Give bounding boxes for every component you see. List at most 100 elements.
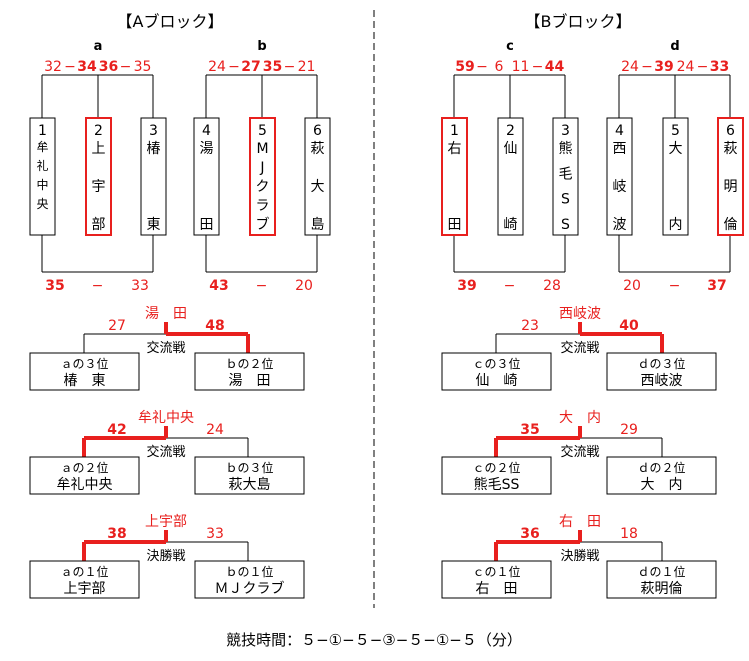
final-score: 23 — [521, 318, 539, 334]
team-box — [193, 117, 220, 236]
final-winner-name: 牟礼中央 — [138, 410, 194, 426]
top-score-dash: − — [64, 59, 76, 75]
bottom-score: 39 — [457, 278, 476, 294]
final-score: 35 — [520, 422, 539, 438]
team-name-char: 部 — [92, 217, 106, 233]
match-label-bg — [142, 339, 190, 355]
top-score-dash: − — [641, 59, 653, 75]
final-team-name: 熊毛SS — [474, 477, 520, 493]
team-name-char: ク — [256, 179, 270, 195]
top-score: 35 — [263, 59, 282, 75]
final-score: 24 — [206, 422, 224, 438]
team-name-char: J — [259, 160, 264, 176]
team-number: 2 — [94, 123, 103, 139]
top-score: 36 — [99, 59, 118, 75]
team-name-char: 上 — [92, 141, 106, 157]
top-score-dash: − — [120, 59, 132, 75]
top-score: 32 — [44, 59, 62, 75]
final-team-box — [441, 560, 552, 599]
team-box — [304, 117, 331, 236]
team-name-char: 内 — [669, 217, 683, 233]
match-label-bg — [142, 443, 190, 459]
team-name-char: 熊 — [559, 141, 573, 157]
team-box — [29, 117, 56, 236]
final-team-rank: ｂの１位 — [225, 564, 273, 579]
league-label-d: d — [670, 39, 679, 54]
team-name-char: M — [256, 141, 268, 157]
team-name-char: 椿 — [147, 141, 161, 157]
team-name-char: 東 — [147, 217, 161, 233]
team-number: 4 — [202, 123, 211, 139]
final-team-name: ＭＪクラブ — [215, 580, 285, 597]
match-label-bg — [556, 443, 604, 459]
final-team-name: 萩明倫 — [641, 581, 683, 597]
team-name-char: ラ — [256, 198, 270, 214]
top-score: 24 — [621, 59, 639, 75]
team-name-char: 牟 — [36, 139, 48, 154]
team-number: 3 — [149, 123, 158, 139]
final-team-rank: ａの２位 — [60, 460, 108, 475]
team-box — [606, 117, 633, 236]
final-team-name: 仙 崎 — [476, 373, 518, 389]
top-score: 27 — [241, 59, 260, 75]
top-score-dash: − — [476, 59, 488, 75]
final-team-name: 大 内 — [641, 477, 683, 493]
team-name-char: 崎 — [504, 217, 518, 233]
bottom-score-dash: − — [669, 278, 681, 294]
team-box — [717, 117, 744, 236]
final-team-box — [29, 456, 140, 495]
final-score: 38 — [107, 526, 126, 542]
block-a-title: 【Aブロック】 — [117, 12, 224, 31]
top-score-dash: − — [228, 59, 240, 75]
final-winner-name: 右 田 — [559, 514, 601, 530]
team-box — [249, 117, 276, 236]
team-name-char: 倫 — [724, 217, 738, 233]
match-label-bg — [142, 547, 190, 563]
team-box — [662, 117, 689, 236]
match-label-bg — [556, 547, 604, 563]
final-score: 42 — [107, 422, 126, 438]
team-number: 3 — [561, 123, 570, 139]
final-team-rank: ｃの２位 — [472, 460, 520, 475]
top-score: 44 — [545, 59, 565, 75]
final-team-name: 萩大島 — [229, 477, 271, 493]
final-team-name: 牟礼中央 — [57, 477, 113, 493]
top-score: 6 — [495, 59, 504, 75]
team-name-char: 岐 — [613, 179, 627, 195]
match-label: 交流戦 — [560, 444, 599, 460]
bottom-score: 43 — [209, 278, 228, 294]
team-number: 1 — [450, 123, 459, 139]
team-number: 4 — [615, 123, 624, 139]
team-name-char: 田 — [200, 217, 214, 233]
bottom-score: 28 — [543, 278, 561, 294]
team-box — [85, 117, 112, 236]
top-score-dash: − — [532, 59, 544, 75]
team-name-char: S — [561, 217, 570, 233]
top-score: 24 — [677, 59, 695, 75]
final-team-name: 右 田 — [476, 581, 518, 597]
team-name-char: 明 — [724, 179, 738, 195]
team-name-char: 宇 — [92, 179, 106, 195]
final-team-name: 湯 田 — [229, 372, 271, 389]
team-name-char: S — [561, 192, 570, 208]
bottom-score: 20 — [623, 278, 641, 294]
bottom-score: 37 — [707, 278, 726, 294]
team-name-char: 島 — [311, 217, 325, 233]
final-winner-name: 大 内 — [559, 410, 601, 426]
final-team-box — [194, 352, 305, 391]
match-label: 決勝戦 — [146, 549, 185, 564]
team-name-char: 右 — [448, 141, 462, 157]
final-team-box — [606, 560, 717, 599]
final-team-name: 西岐波 — [641, 373, 683, 389]
team-name-char: ブ — [256, 216, 270, 233]
team-name-char: 大 — [311, 179, 325, 195]
team-number: 6 — [726, 123, 735, 139]
top-score: 35 — [134, 59, 152, 75]
team-number: 5 — [258, 123, 267, 139]
team-name-char: 西 — [613, 141, 627, 157]
final-winner-name: 湯 田 — [145, 305, 187, 322]
team-name-char: 田 — [448, 217, 462, 233]
final-team-box — [441, 456, 552, 495]
final-team-rank: ｂの２位 — [225, 356, 273, 371]
